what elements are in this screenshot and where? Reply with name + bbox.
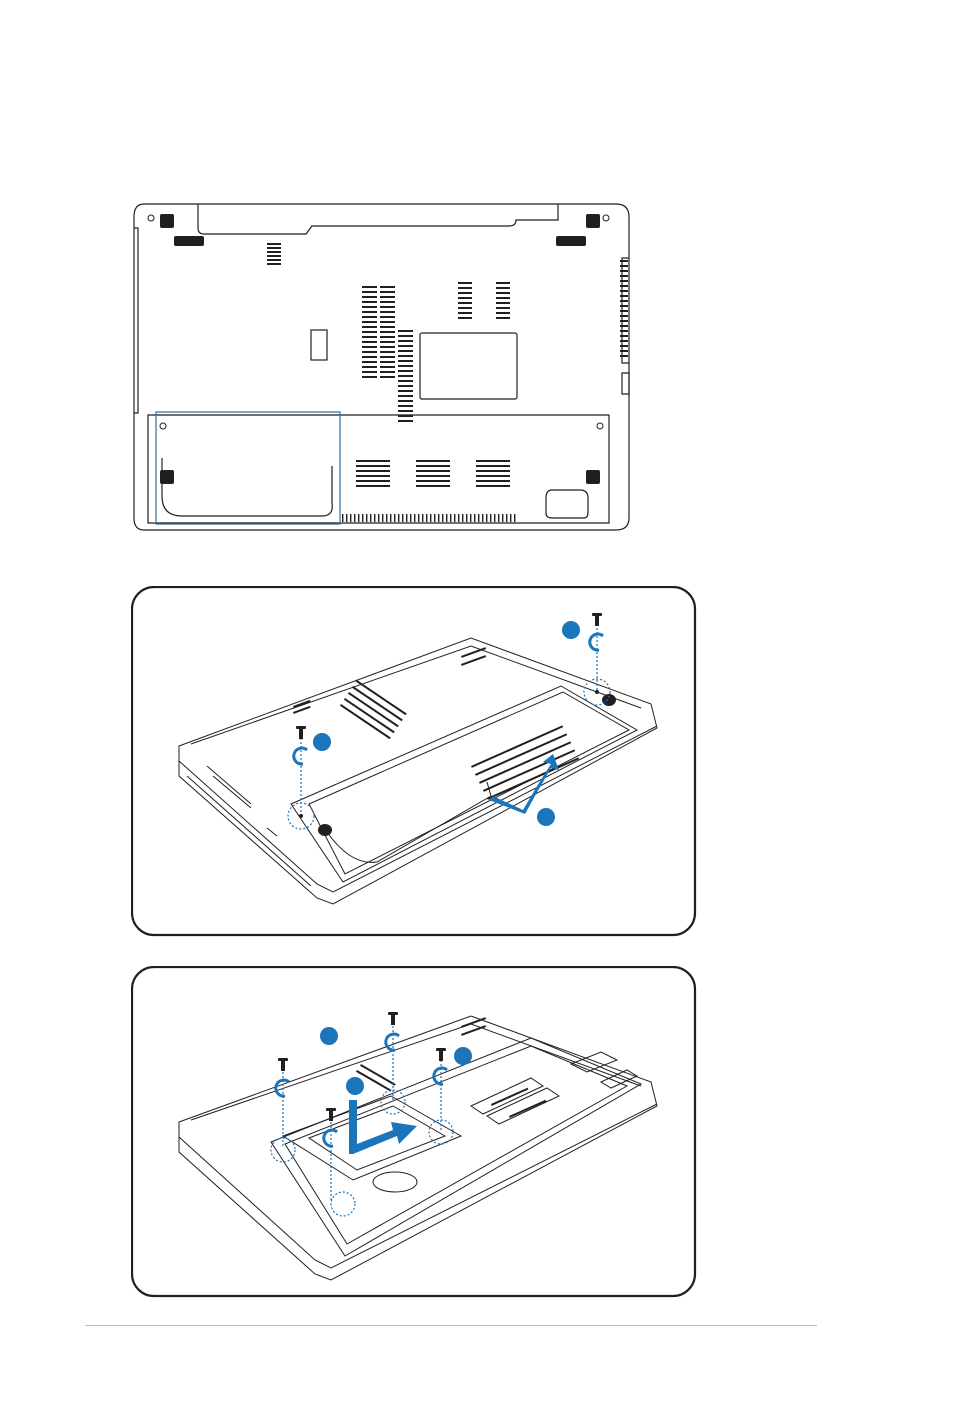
figure-frame (132, 967, 695, 1296)
step-marker (320, 1027, 338, 1045)
step-marker (537, 808, 555, 826)
footer-divider (85, 1325, 817, 1326)
step-marker (562, 621, 580, 639)
remove-drive-illustration (131, 966, 697, 1298)
figure-bottom-view (126, 198, 638, 538)
remove-cover-illustration (131, 586, 697, 938)
step-marker (454, 1047, 472, 1065)
notebook-bottom-illustration (126, 198, 638, 538)
hdd-highlight-box (156, 412, 340, 524)
figure-remove-drive (131, 966, 697, 1298)
figure-frame (132, 587, 695, 935)
figure-remove-cover (131, 586, 697, 938)
step-marker (313, 733, 331, 751)
step-marker (346, 1077, 364, 1095)
